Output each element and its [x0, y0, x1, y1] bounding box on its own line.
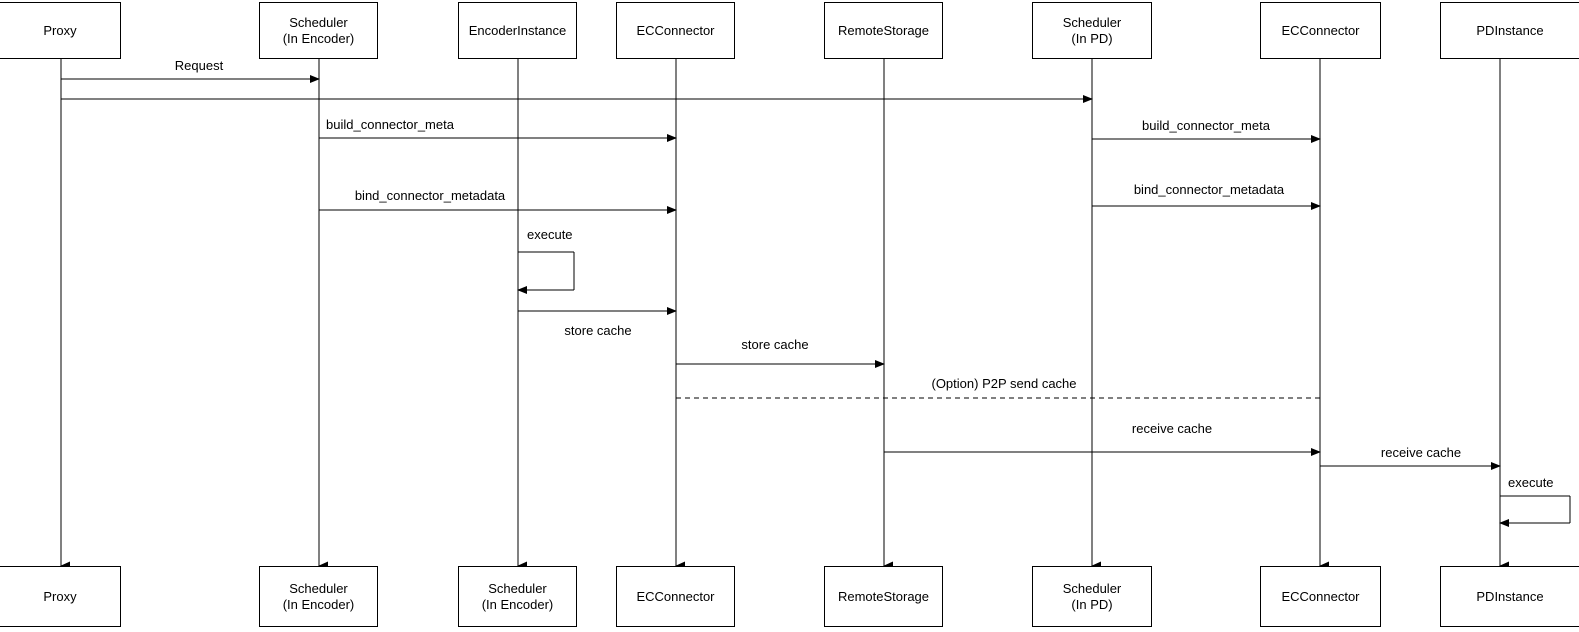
message-label-m4: build_connector_meta — [1142, 118, 1270, 133]
participant-footer-label: Proxy — [43, 588, 77, 604]
participant-header-label: ECConnector — [636, 22, 715, 38]
participant-footer-label: Scheduler — [289, 580, 348, 596]
participant-footer-sublabel: (In Encoder) — [481, 596, 554, 612]
participant-footer-sublabel: (In PD) — [1071, 596, 1113, 612]
participant-header-label: EncoderInstance — [468, 22, 567, 38]
message-label-m3: build_connector_meta — [326, 117, 454, 132]
message-label-m10: receive cache — [1131, 421, 1213, 436]
self-message-label-s2: execute — [1508, 475, 1554, 490]
participant-header-remote[interactable]: RemoteStorage — [824, 2, 943, 59]
message-arrows-group — [61, 75, 1501, 470]
participant-footer-label: RemoteStorage — [837, 588, 930, 604]
participant-footer-label: ECConnector — [1281, 588, 1360, 604]
participant-header-sched_pd[interactable]: Scheduler(In PD) — [1032, 2, 1152, 59]
participant-footer-pd_inst[interactable]: PDInstance — [1440, 566, 1579, 627]
participant-footer-proxy[interactable]: Proxy — [0, 566, 121, 627]
self-message-arrows-group — [517, 251, 1571, 527]
message-label-m1: Request — [174, 58, 224, 73]
self-message-label-s1: execute — [527, 227, 573, 242]
participant-footer-encoder_inst[interactable]: Scheduler(In Encoder) — [458, 566, 577, 627]
participant-footer-label: Scheduler — [1062, 580, 1122, 596]
participant-header-proxy[interactable]: Proxy — [0, 2, 121, 59]
participant-header-pd_inst[interactable]: PDInstance — [1440, 2, 1579, 59]
message-label-m7: store cache — [564, 323, 632, 338]
participant-header-encoder_inst[interactable]: EncoderInstance — [458, 2, 577, 59]
participant-footer-ecc_pd[interactable]: ECConnector — [1260, 566, 1381, 627]
participant-header-sublabel: (In PD) — [1071, 30, 1113, 46]
participant-header-label: Scheduler — [289, 14, 348, 30]
participant-footer-sched_enc[interactable]: Scheduler(In Encoder) — [259, 566, 378, 627]
participant-footer-remote[interactable]: RemoteStorage — [824, 566, 943, 627]
message-label-m9: (Option) P2P send cache — [931, 376, 1077, 391]
participant-header-label: Proxy — [43, 22, 77, 38]
participant-footer-ecc_enc[interactable]: ECConnector — [616, 566, 735, 627]
participant-header-sched_enc[interactable]: Scheduler(In Encoder) — [259, 2, 378, 59]
message-label-m8: store cache — [741, 337, 809, 352]
participant-footer-label: Scheduler — [488, 580, 547, 596]
participant-footer-label: PDInstance — [1476, 588, 1544, 604]
participant-header-label: RemoteStorage — [837, 22, 930, 38]
participant-footer-sublabel: (In Encoder) — [282, 596, 355, 612]
participant-header-sublabel: (In Encoder) — [282, 30, 355, 46]
message-label-m6: bind_connector_metadata — [1133, 182, 1285, 197]
participant-header-ecc_enc[interactable]: ECConnector — [616, 2, 735, 59]
message-label-m11: receive cache — [1380, 445, 1462, 460]
participant-footer-sched_pd[interactable]: Scheduler(In PD) — [1032, 566, 1152, 627]
participant-header-label: Scheduler — [1062, 14, 1122, 30]
participant-header-ecc_pd[interactable]: ECConnector — [1260, 2, 1381, 59]
participant-header-label: PDInstance — [1476, 22, 1544, 38]
participant-header-label: ECConnector — [1281, 22, 1360, 38]
message-label-m5: bind_connector_metadata — [354, 188, 506, 203]
participant-footer-label: ECConnector — [636, 588, 715, 604]
lifelines-group — [60, 59, 1509, 571]
